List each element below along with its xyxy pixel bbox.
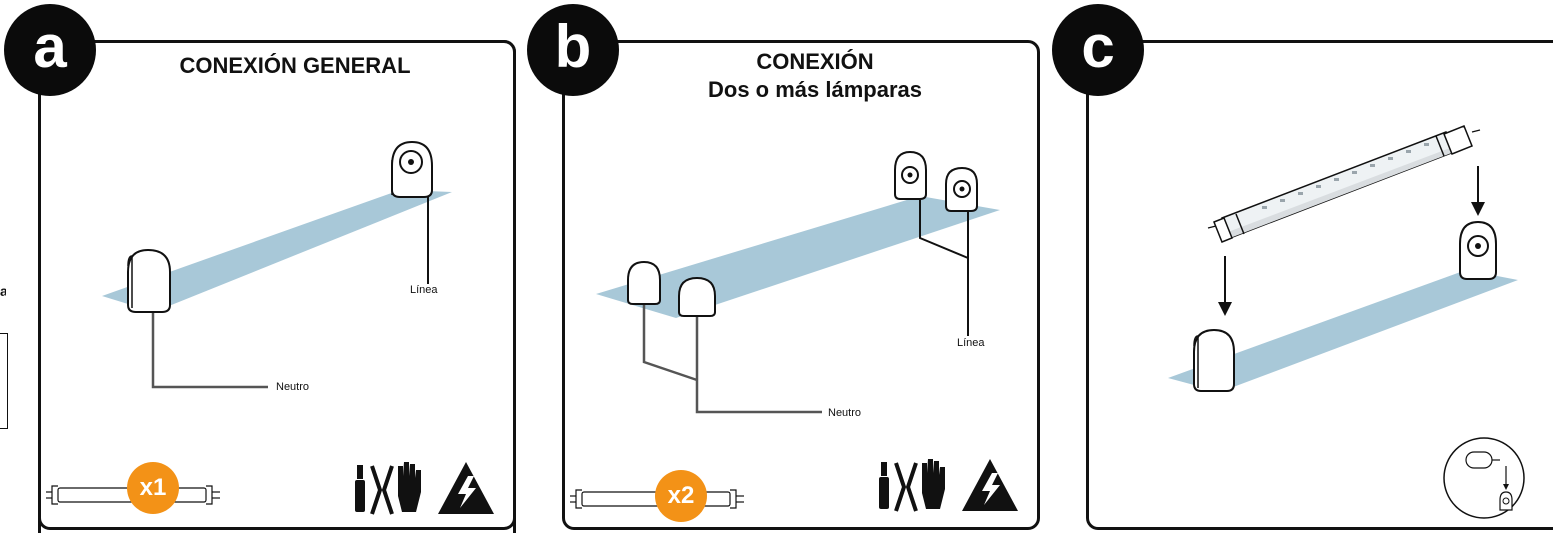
glove-icon	[922, 459, 945, 509]
neutral-wire	[642, 302, 698, 382]
panel-a-frame-bottom	[38, 40, 516, 530]
arrow-down-icon	[1218, 256, 1232, 316]
screwdriver-icon	[879, 462, 889, 509]
lampholder-pin-icon	[1459, 220, 1497, 280]
floor-surface	[102, 190, 452, 312]
screwdriver-icon	[355, 465, 365, 512]
cropped-edge-box	[0, 333, 8, 429]
arrow-down-icon	[1471, 166, 1485, 216]
tube-count-badge: x1	[127, 462, 179, 514]
line-label: Línea	[957, 337, 985, 349]
neutral-label: Neutro	[828, 407, 862, 419]
step-badge-a: a	[4, 4, 96, 96]
line-label: Línea	[410, 284, 438, 296]
panel-b-illustration	[570, 150, 1018, 512]
cropped-edge-text: a	[0, 283, 6, 299]
lampholder-cap-icon	[1193, 328, 1235, 392]
line-wire	[919, 200, 969, 259]
pliers-icon	[370, 465, 394, 515]
floor-surface	[1168, 270, 1518, 392]
step-badge-c: c	[1052, 4, 1144, 96]
panel-a: a CONEXIÓN GENERAL	[0, 0, 530, 533]
panel-b-title: CONEXIÓN Dos o más lámparas	[708, 49, 922, 102]
glove-icon	[398, 462, 421, 512]
high-voltage-warning-icon	[438, 462, 494, 514]
panel-a-title: CONEXIÓN GENERAL	[179, 53, 411, 78]
lampholder-cap-icon	[627, 260, 661, 305]
tube-count-badge: x2	[655, 470, 707, 522]
neutral-wire	[151, 312, 268, 389]
high-voltage-warning-icon	[962, 459, 1018, 511]
inset-detail-icon	[1443, 437, 1525, 519]
lampholder-cap-icon	[127, 248, 171, 313]
lampholder-pin-icon	[894, 150, 927, 200]
panel-a-illustration	[46, 140, 494, 515]
pliers-icon	[894, 462, 918, 512]
lampholder-pin-icon	[391, 140, 433, 198]
step-badge-b: b	[527, 4, 619, 96]
panel-b: b CONEXIÓN Dos o más lámparas	[527, 4, 1040, 530]
neutral-label: Neutro	[276, 381, 310, 393]
led-tube-icon	[1207, 125, 1481, 243]
lampholder-pin-icon	[945, 166, 978, 212]
lampholder-cap-icon	[678, 276, 716, 317]
neutral-wire	[695, 312, 822, 414]
